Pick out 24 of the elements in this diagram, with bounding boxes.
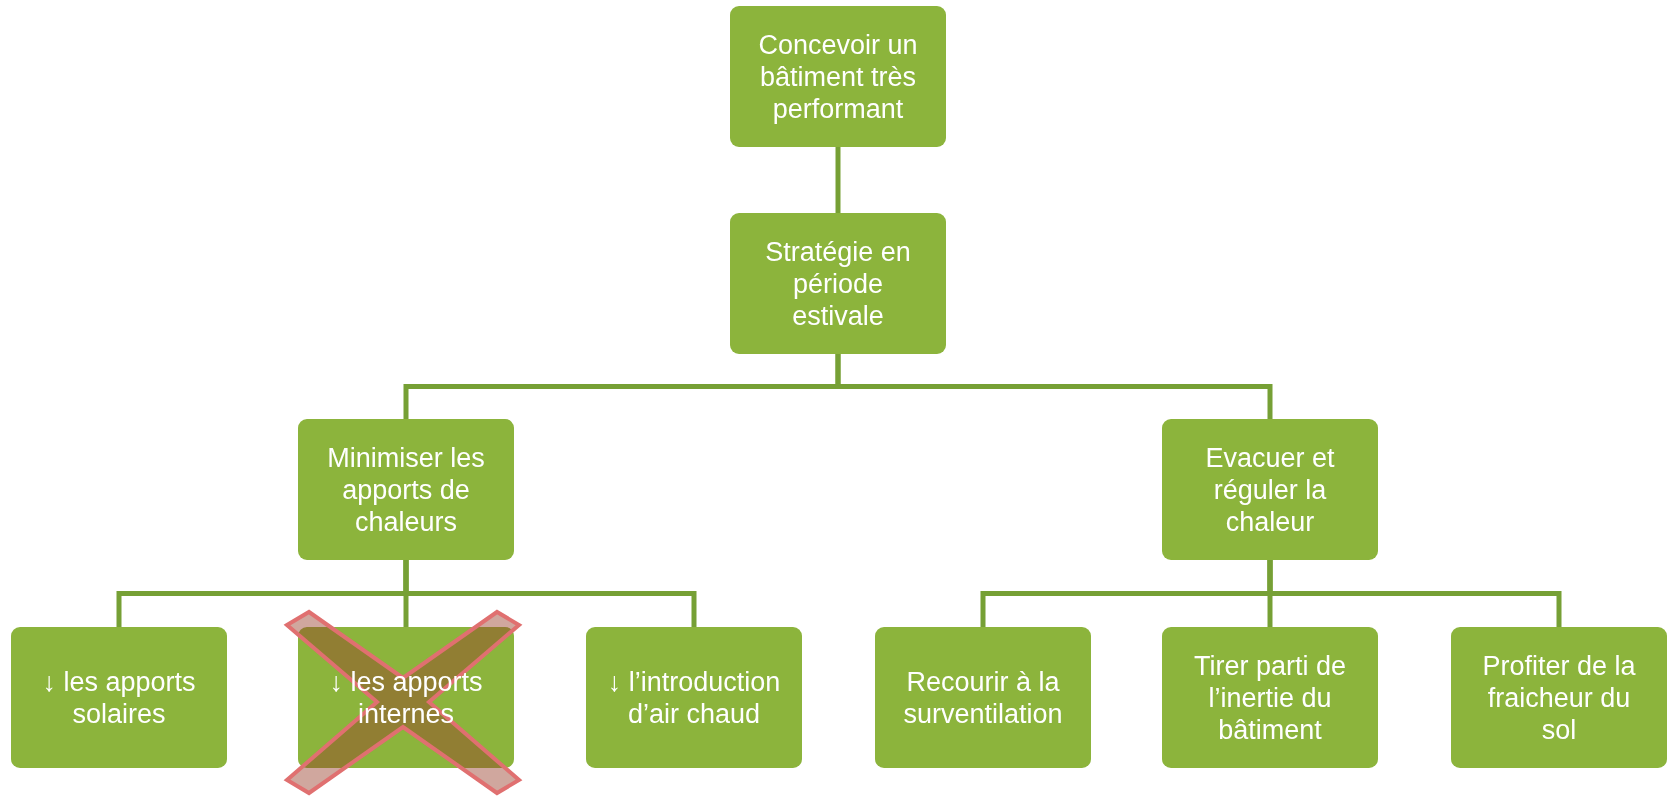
connector-line: [1267, 560, 1562, 627]
box-label: Minimiser les apports de chaleurs: [326, 441, 486, 538]
box-label: ↓ les apports solaires: [41, 665, 197, 730]
box-label: ↓ l’introduction d’air chaud: [606, 665, 782, 730]
process-box: [730, 6, 946, 147]
box-label: Concevoir un bâtiment très performant: [757, 28, 919, 125]
process-box: [1162, 627, 1378, 768]
box-label: Stratégie en période estivale: [764, 235, 912, 332]
box-label: Recourir à la surventilation: [902, 665, 1064, 730]
connector-line: [403, 560, 697, 627]
connector-line: [835, 354, 1273, 419]
box-label: Profiter de la fraicheur du sol: [1481, 649, 1637, 746]
process-box: [298, 627, 514, 768]
process-box: [1451, 627, 1667, 768]
process-box: [730, 213, 946, 354]
process-box: [11, 627, 227, 768]
process-box: [586, 627, 802, 768]
connector-line: [835, 147, 841, 213]
process-box: [875, 627, 1091, 768]
box-label: Tirer parti de l’inertie du bâtiment: [1192, 649, 1347, 746]
box-label: ↓ les apports internes: [328, 665, 484, 730]
process-box: [298, 419, 514, 560]
box-label: Evacuer et réguler la chaleur: [1204, 441, 1336, 538]
process-box: [1162, 419, 1378, 560]
